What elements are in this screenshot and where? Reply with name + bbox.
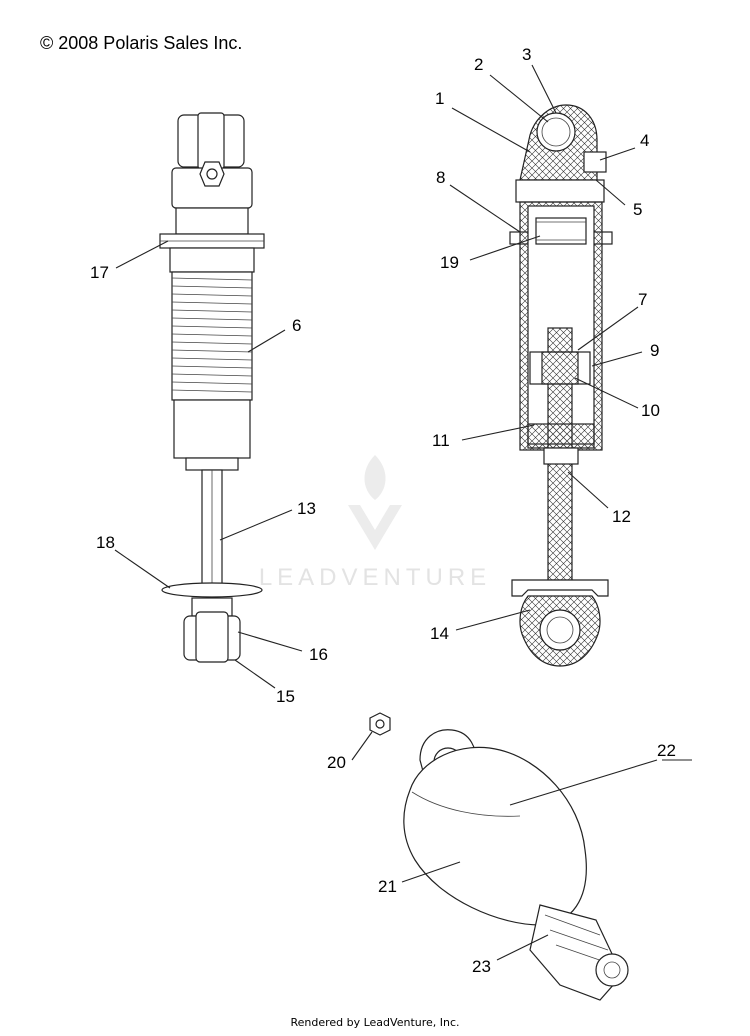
- left-shock-assembly: [159, 112, 265, 663]
- reservoir-assembly: [369, 712, 629, 1001]
- watermark: LEADVENTURE: [259, 455, 491, 591]
- callouts: 1 2 3 4 5 6 7 8 9 10 11 12 13 14 15 16 1…: [90, 45, 676, 976]
- callout-10: 10: [641, 401, 660, 420]
- footer-credit: Rendered by LeadVenture, Inc.: [290, 1016, 460, 1029]
- callout-5: 5: [633, 200, 642, 219]
- callout-2: 2: [474, 55, 483, 74]
- callout-13: 13: [297, 499, 316, 518]
- callout-18: 18: [96, 533, 115, 552]
- callout-14: 14: [430, 624, 449, 643]
- callout-1: 1: [435, 89, 444, 108]
- callout-9: 9: [650, 341, 659, 360]
- leader-lines: [114, 64, 692, 961]
- watermark-text: LEADVENTURE: [259, 564, 491, 591]
- callout-8: 8: [436, 168, 445, 187]
- coil-threads: [171, 277, 253, 393]
- callout-16: 16: [309, 645, 328, 664]
- callout-21: 21: [378, 877, 397, 896]
- callout-22: 22: [657, 741, 676, 760]
- callout-23: 23: [472, 957, 491, 976]
- callout-17: 17: [90, 263, 109, 282]
- callout-19: 19: [440, 253, 459, 272]
- callout-3: 3: [522, 45, 531, 64]
- callout-4: 4: [640, 131, 649, 150]
- callout-15: 15: [276, 687, 295, 706]
- callout-20: 20: [327, 753, 346, 772]
- callout-7: 7: [638, 290, 647, 309]
- callout-6: 6: [292, 316, 301, 335]
- copyright-text: © 2008 Polaris Sales Inc.: [40, 33, 243, 53]
- callout-12: 12: [612, 507, 631, 526]
- cutaway-shock: [509, 104, 613, 667]
- callout-11: 11: [432, 431, 450, 450]
